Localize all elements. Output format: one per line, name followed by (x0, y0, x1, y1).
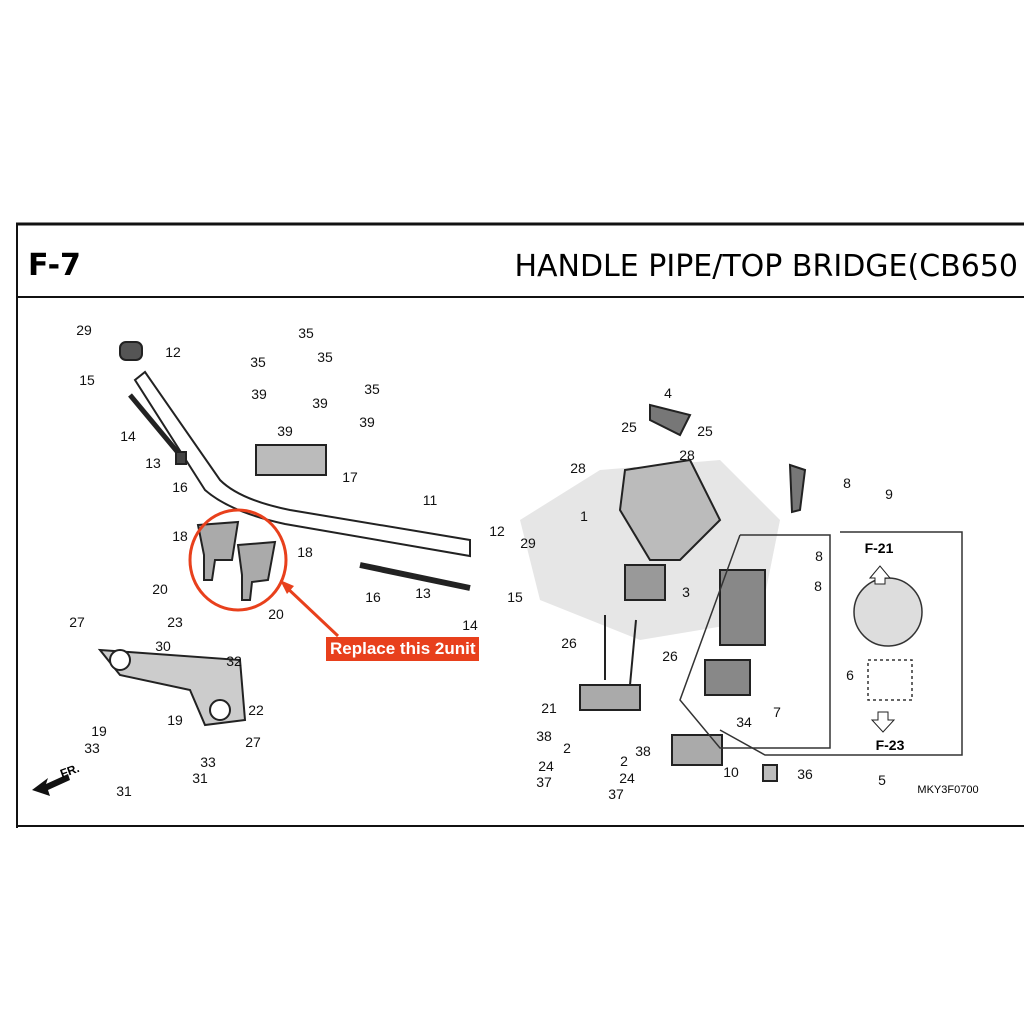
callout-30: 30 (155, 638, 171, 654)
callout-4: 4 (664, 385, 672, 401)
callout-35: 35 (364, 381, 380, 397)
callout-33: 33 (200, 754, 216, 770)
callout-32: 32 (226, 653, 242, 669)
callout-14: 14 (120, 428, 136, 444)
callout-36: 36 (797, 766, 813, 782)
callout-17: 17 (342, 469, 358, 485)
callout-27: 27 (69, 614, 85, 630)
part-code: MKY3F0700 (917, 784, 978, 796)
callout-19: 19 (167, 712, 183, 728)
callout-25: 25 (697, 423, 713, 439)
callout-35: 35 (317, 349, 333, 365)
callout-13: 13 (415, 585, 431, 601)
callout-20: 20 (268, 606, 284, 622)
ref-f23: F-23 (876, 737, 905, 753)
front-label: FR. (58, 761, 81, 781)
callout-35: 35 (298, 325, 314, 341)
replace-annotation: Replace this 2unit (326, 637, 480, 661)
callout-15: 15 (79, 372, 95, 388)
ignition-group-box (679, 531, 963, 756)
callout-13: 13 (145, 455, 161, 471)
callout-2: 2 (620, 753, 628, 769)
callout-28: 28 (679, 447, 695, 463)
page-title: HANDLE PIPE/TOP BRIDGE(CB650 (514, 249, 1018, 284)
callout-12: 12 (489, 523, 505, 539)
callout-37: 37 (536, 774, 552, 790)
callout-9: 9 (885, 486, 893, 502)
callout-2: 2 (563, 740, 571, 756)
callout-39: 39 (251, 386, 267, 402)
callout-34: 34 (736, 714, 752, 730)
arrow-head-icon (280, 580, 294, 594)
callout-28: 28 (570, 460, 586, 476)
callout-33: 33 (84, 740, 100, 756)
callout-23: 23 (167, 614, 183, 630)
arrow-up-icon (868, 565, 892, 585)
top-bridge (97, 444, 327, 727)
handlebar-risers (196, 520, 277, 601)
callout-35: 35 (250, 354, 266, 370)
callout-1: 1 (580, 508, 588, 524)
callout-38: 38 (536, 728, 552, 744)
callout-14: 14 (462, 617, 478, 633)
callout-18: 18 (297, 544, 313, 560)
callout-29: 29 (76, 322, 92, 338)
callout-26: 26 (662, 648, 678, 664)
callout-8: 8 (814, 578, 822, 594)
callout-31: 31 (192, 770, 208, 786)
highlight-circle (188, 508, 288, 612)
callout-5: 5 (878, 772, 886, 788)
callout-8: 8 (843, 475, 851, 491)
callout-39: 39 (312, 395, 328, 411)
callout-39: 39 (277, 423, 293, 439)
callout-18: 18 (172, 528, 188, 544)
ref-f21: F-21 (865, 540, 894, 556)
callout-11: 11 (423, 492, 438, 508)
callout-19: 19 (91, 723, 107, 739)
callout-10: 10 (723, 764, 739, 780)
callout-29: 29 (520, 535, 536, 551)
callout-31: 31 (116, 783, 132, 799)
highlight-arrow (282, 583, 340, 638)
callout-16: 16 (365, 589, 381, 605)
callout-37: 37 (608, 786, 624, 802)
arrow-down-icon (870, 711, 896, 733)
callout-39: 39 (359, 414, 375, 430)
callout-24: 24 (619, 770, 635, 786)
callout-38: 38 (635, 743, 651, 759)
callout-12: 12 (165, 344, 181, 360)
callout-26: 26 (561, 635, 577, 651)
callout-25: 25 (621, 419, 637, 435)
callout-24: 24 (538, 758, 554, 774)
section-code: F-7 (28, 248, 81, 283)
callout-22: 22 (248, 702, 264, 718)
callout-15: 15 (507, 589, 523, 605)
callout-7: 7 (773, 704, 781, 720)
callout-6: 6 (846, 667, 854, 683)
ignition-parts (359, 403, 807, 782)
callout-21: 21 (541, 700, 557, 716)
callout-3: 3 (682, 584, 690, 600)
callout-8: 8 (815, 548, 823, 564)
handle-pipe (119, 341, 471, 558)
front-arrow-icon (32, 774, 70, 796)
callout-16: 16 (172, 479, 188, 495)
callout-20: 20 (152, 581, 168, 597)
callout-27: 27 (245, 734, 261, 750)
